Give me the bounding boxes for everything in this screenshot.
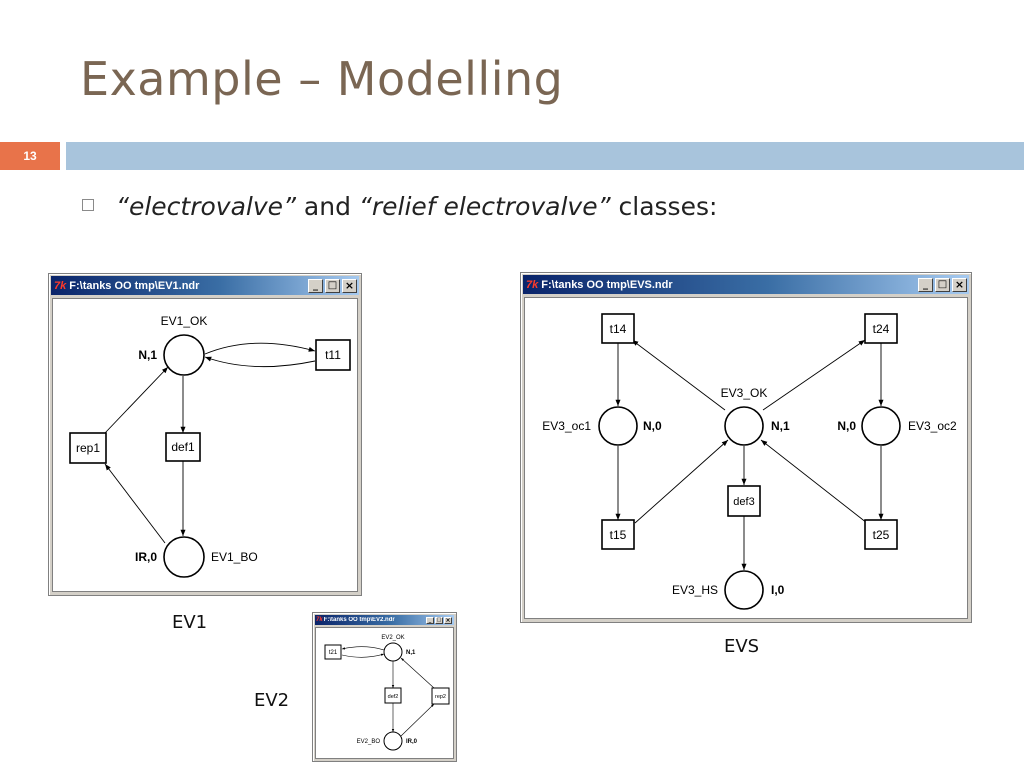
ev2-petri-net: EV2_OK N,1 EV2_BO IR,0 t21 def2 rep2	[324, 635, 450, 751]
label-t14: t14	[610, 322, 627, 336]
ev1-canvas[interactable]: EV1_OK N,1 EV1_BO IR,0 t11 def1 rep1	[52, 298, 358, 592]
arc-ev2ok-t21	[341, 646, 385, 651]
label-ev3-ok: EV3_OK	[721, 386, 768, 400]
label-ev3-oc2: EV3_oc2	[908, 419, 957, 433]
transition-t15[interactable]	[601, 519, 635, 550]
label-t11: t11	[325, 348, 341, 362]
evs-window[interactable]: 7k F:\tanks OO tmp\EVS.ndr _ □ ×	[520, 272, 972, 623]
mark-ev3-oc2: N,0	[837, 419, 856, 433]
mark-ev1-ok: N,1	[138, 348, 157, 362]
label-t25: t25	[873, 528, 890, 542]
maximize-button[interactable]: □	[935, 277, 950, 292]
place-ev3-ok[interactable]	[724, 406, 764, 446]
caption-ev2: EV2	[254, 690, 290, 711]
bullet-end: classes:	[610, 192, 718, 221]
label-t15: t15	[610, 528, 627, 542]
transition-def3[interactable]	[727, 485, 761, 517]
minimize-button[interactable]: _	[426, 616, 434, 624]
arc-ev1ok-t11	[204, 342, 316, 355]
mark-ev1-bo: IR,0	[135, 550, 157, 564]
minimize-button[interactable]: _	[308, 278, 323, 293]
evs-petri-net: EV3_OK N,1 EV3_oc1 N,0 EV3_oc2 N,0 EV3_H…	[542, 313, 957, 610]
transition-rep1[interactable]	[69, 432, 107, 464]
label-def3: def3	[733, 496, 754, 508]
label-ev2-bo: EV2_BO	[357, 739, 381, 745]
place-ev3-oc2[interactable]	[861, 406, 901, 446]
ev1-window-title: F:\tanks OO tmp\EV1.ndr	[69, 279, 200, 292]
close-button[interactable]: ×	[444, 616, 452, 624]
bullet-square-icon	[82, 199, 94, 211]
maximize-button[interactable]: □	[435, 616, 443, 624]
ev2-window[interactable]: 7k F:\tanks OO tmp\EV2.ndr _ □ ×	[312, 612, 457, 762]
tk-app-icon: 7k	[316, 617, 323, 623]
label-t21: t21	[329, 650, 338, 656]
arc-t21-ev2ok	[341, 653, 385, 658]
transition-t11[interactable]	[315, 339, 351, 371]
transition-t24[interactable]	[864, 313, 898, 344]
ev2-titlebar[interactable]: 7k F:\tanks OO tmp\EV2.ndr _ □ ×	[315, 615, 454, 625]
caption-evs: EVS	[724, 636, 760, 657]
ev2-window-title: F:\tanks OO tmp\EV2.ndr	[323, 617, 395, 623]
arc-ev3ok-t14	[631, 339, 726, 411]
ev2-canvas[interactable]: EV2_OK N,1 EV2_BO IR,0 t21 def2 rep2	[315, 627, 454, 759]
title-underline-bar	[66, 142, 1024, 170]
transition-def1[interactable]	[165, 432, 201, 462]
slide-number: 13	[0, 142, 60, 170]
ev1-titlebar[interactable]: 7k F:\tanks OO tmp\EV1.ndr _ □ ×	[51, 276, 359, 295]
arc-rep1-ev1ok	[104, 366, 169, 434]
label-def1: def1	[171, 440, 195, 454]
arc-ev1bo-rep1	[104, 463, 166, 544]
mark-ev3-oc1: N,0	[643, 419, 662, 433]
mark-ev2-bo: IR,0	[406, 739, 418, 745]
close-button[interactable]: ×	[952, 277, 967, 292]
arc-ev2bo-rep2	[400, 703, 435, 737]
place-ev2-ok[interactable]	[383, 642, 403, 662]
arc-t11-ev1ok	[204, 356, 316, 368]
mark-ev3-hs: I,0	[771, 583, 785, 597]
place-ev3-oc1[interactable]	[598, 406, 638, 446]
place-ev2-bo[interactable]	[383, 731, 403, 751]
place-ev1-ok[interactable]	[163, 334, 205, 376]
transition-t21[interactable]	[324, 644, 342, 660]
mark-ev2-ok: N,1	[406, 650, 416, 656]
bullet-and: and	[295, 192, 359, 221]
ev1-window[interactable]: 7k F:\tanks OO tmp\EV1.ndr _ □ ×	[48, 273, 362, 596]
slide-title: Example – Modelling	[80, 52, 564, 106]
class-name-electrovalve: “electrovalve”	[116, 192, 296, 221]
evs-titlebar[interactable]: 7k F:\tanks OO tmp\EVS.ndr _ □ ×	[523, 275, 969, 294]
place-ev3-hs[interactable]	[724, 570, 764, 610]
transition-t25[interactable]	[864, 519, 898, 550]
class-name-relief-electrovalve: “relief electrovalve”	[358, 192, 611, 221]
minimize-button[interactable]: _	[918, 277, 933, 292]
mark-ev3-ok: N,1	[771, 419, 790, 433]
label-rep2: rep2	[435, 694, 446, 700]
label-def2: def2	[388, 694, 399, 700]
label-ev3-oc1: EV3_oc1	[542, 419, 591, 433]
tk-app-icon: 7k	[54, 279, 67, 292]
evs-canvas[interactable]: EV3_OK N,1 EV3_oc1 N,0 EV3_oc2 N,0 EV3_H…	[524, 297, 968, 619]
arc-t15-ev3ok	[634, 439, 729, 524]
tk-app-icon: 7k	[526, 278, 539, 291]
ev1-petri-net: EV1_OK N,1 EV1_BO IR,0 t11 def1 rep1	[69, 314, 351, 578]
maximize-button[interactable]: □	[325, 278, 340, 293]
evs-window-title: F:\tanks OO tmp\EVS.ndr	[541, 278, 673, 291]
label-ev1-bo: EV1_BO	[211, 550, 258, 564]
transition-def2[interactable]	[384, 687, 402, 704]
transition-t14[interactable]	[601, 313, 635, 344]
label-rep1: rep1	[76, 441, 100, 455]
label-t24: t24	[873, 322, 890, 336]
arc-rep2-ev2ok	[400, 657, 435, 689]
label-ev1-ok: EV1_OK	[161, 314, 208, 328]
arc-t25-ev3ok	[760, 439, 868, 524]
transition-rep2[interactable]	[431, 687, 450, 705]
arc-ev3ok-t24	[762, 339, 866, 411]
label-ev2-ok: EV2_OK	[381, 635, 404, 641]
label-ev3-hs: EV3_HS	[672, 583, 718, 597]
close-button[interactable]: ×	[342, 278, 357, 293]
bullet-text: “electrovalve” and “relief electrovalve”…	[82, 192, 717, 221]
caption-ev1: EV1	[172, 612, 208, 633]
place-ev1-bo[interactable]	[163, 536, 205, 578]
